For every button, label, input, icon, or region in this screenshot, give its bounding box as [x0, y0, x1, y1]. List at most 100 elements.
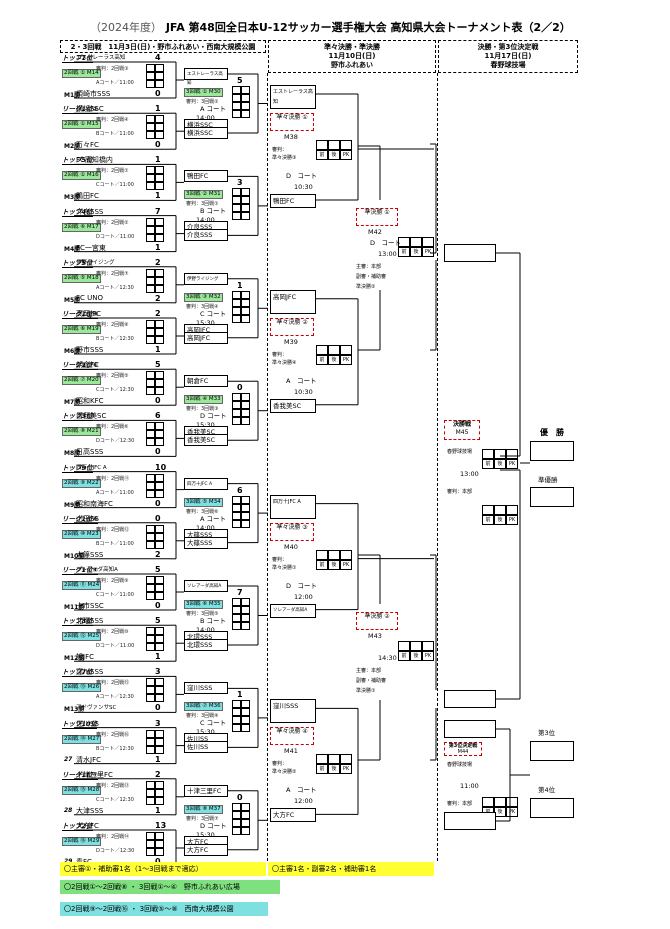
final-ext-pk-cell: 前 — [482, 515, 494, 525]
r2-15-referee: 審判：2回戦⑭ — [96, 834, 130, 840]
r2-3-score-a: 7 — [155, 206, 161, 216]
r2-5-score-b: 1 — [155, 345, 161, 354]
r2-11-score-cell — [146, 627, 155, 636]
r2-1-score-cell — [155, 115, 164, 124]
third-label-box: 第3位決定戦 M44 — [444, 742, 482, 756]
r2-8-rank-flag: トップ9位 — [62, 463, 93, 473]
r3-0-match-tag: 3回戦 ① M30 — [184, 88, 223, 97]
r3-6-court: C コート — [200, 719, 227, 728]
r2-11-match-tag: 2回戦 ⑫ M25 — [62, 632, 102, 642]
r2-5-score-a: 2 — [155, 309, 161, 318]
qf-1-pk-cell: PK — [340, 354, 352, 365]
r2-14-score-cell — [155, 788, 164, 797]
final-pk-cell: PK — [506, 459, 518, 469]
r2-7-rank-flag: トップ3位 — [62, 412, 93, 422]
r3-5-score-cell — [241, 598, 250, 606]
r2-1-score-cell — [146, 123, 155, 132]
r2-4-court: Aコート／12:30 — [96, 284, 134, 291]
r2-7-score-cell — [155, 430, 164, 439]
r2-0-referee: 審判：2回戦③ — [96, 66, 129, 72]
r2-6-score-b: 0 — [155, 396, 161, 406]
qf-2-pk-cell-blank — [316, 549, 328, 560]
r2-13-score-cell — [155, 737, 164, 746]
r2-8-score-cell — [146, 473, 155, 482]
r2-12-score-cell — [155, 694, 164, 703]
r2-6-score-cell — [155, 387, 164, 396]
r3-5-referee: 審判：3回戦⑤ — [186, 611, 219, 617]
r2-11-score-b: 1 — [155, 652, 161, 662]
r3-3-score-cell — [241, 393, 250, 402]
r2-9-score-b: 2 — [155, 549, 161, 559]
qf-2-pk-cell-blank — [340, 549, 352, 560]
r3-1-score-a: 3 — [237, 178, 243, 188]
r3-3-referee: 審判：3回戦③ — [186, 406, 219, 413]
r2-10-match-label: M11勝 — [64, 604, 85, 611]
r2-5-score-cell — [146, 320, 155, 328]
final-header-line2: 11月17日(日) — [484, 52, 532, 60]
r2-11-team-b: 旭JFC — [76, 653, 94, 662]
r2-7-score-cell — [146, 422, 155, 431]
qf-1-pk-cell: 後 — [328, 354, 340, 365]
qf-0-pk-cell-blank — [340, 140, 352, 150]
third-venue: 春野球技場 — [447, 762, 473, 768]
r2-11-score-cell — [155, 635, 164, 644]
r2-3-referee: 審判：2回戦② — [96, 219, 129, 226]
r2-13-match-tag: 2回戦 ⑭ M27 — [62, 734, 102, 744]
sf-1-ref3: 準決勝① — [356, 688, 376, 694]
qf-1-match-no: M39 — [284, 337, 298, 346]
r2-15-score-a: 13 — [155, 821, 167, 830]
r3-0-referee: 審判：3回戦② — [186, 99, 219, 105]
r2-5-court: Bコート／12:30 — [96, 336, 134, 342]
r2-8-court: Aコート／11:00 — [96, 489, 134, 496]
r2-10-team-a: ソレアーダ高知A — [76, 567, 118, 573]
r2-14-court: Cコート／12:30 — [96, 796, 134, 803]
r3-6-score-cell — [232, 724, 241, 733]
final-match-no: M45 — [455, 429, 469, 436]
r3-2-score-cell — [241, 314, 250, 323]
fourth-place-box — [530, 798, 574, 818]
qf-0-team-a: エストレーラス高知 — [270, 85, 316, 109]
third-pk-cell: PK — [506, 807, 518, 817]
r2-3-court: Dコート／11:00 — [96, 233, 135, 240]
r2-15-team-a: 大方FC — [76, 822, 99, 830]
r3-1-court: B コート — [200, 207, 227, 216]
r3-6-score-cell — [241, 716, 250, 725]
r2-9-referee: 審判：2回戦⑫ — [96, 526, 130, 533]
r3-1-score-cell — [232, 188, 241, 197]
r3-7-score-cell — [232, 818, 241, 827]
r2-13-score-b: 1 — [155, 754, 161, 764]
r2-11-score-cell — [155, 627, 164, 636]
r2-1-score-cell — [155, 131, 164, 140]
r3-1-team-a: 鴨田FC — [184, 170, 228, 183]
r2-7-score-cell — [146, 430, 155, 439]
r3-0-team-a: エストレーラス高知 — [184, 68, 228, 86]
sf-0-pk-cell-blank — [422, 237, 434, 247]
r2-15-match-label: 29 — [64, 858, 72, 865]
r3-2-score-a: 1 — [237, 280, 243, 290]
r2-1-team-b: 万々FC — [76, 141, 99, 150]
sf-1-ref1: 主審：本部 — [356, 668, 382, 674]
qf-0-ref1: 審判： — [272, 147, 288, 153]
r2-12-referee: 審判：2回戦⑮ — [96, 680, 130, 687]
page-title: （2024年度） JFA 第48回全日本U-12サッカー選手権大会 高知県大会ト… — [90, 22, 571, 33]
r3-7-match-tag: 3回戦 ⑧ M37 — [184, 804, 223, 814]
r2-5-score-cell — [155, 336, 164, 344]
qf-2-pk-cell: 前 — [316, 559, 328, 570]
qf-header: 準々決勝・準決勝 11月10日(日) 野市ふれあい — [268, 40, 436, 73]
r2-2-match-label: M3勝 — [64, 194, 81, 202]
r3-7-score-a: 0 — [237, 792, 243, 802]
r2-8-score-cell — [146, 489, 155, 498]
r2-2-rank-flag: トップ5位 — [62, 156, 93, 166]
qf-1-ref2: 準々決勝④ — [272, 359, 297, 366]
r3-4-score-cell — [232, 519, 241, 528]
r2-8-match-tag: 2回戦 ⑨ M22 — [62, 478, 101, 488]
r3-7-score-cell — [232, 826, 241, 835]
qf-0-pk-cell: PK — [340, 150, 352, 160]
r3-5-team-b-box: 北環SSS — [184, 639, 228, 651]
sf-0-court: D コート — [370, 239, 402, 247]
r2-1-referee: 審判：2回戦④ — [96, 117, 129, 124]
r2-1-match-tag: 2回戦 ① M15 — [62, 120, 101, 130]
r2-6-score-cell — [155, 379, 164, 388]
r2-14-score-a: 2 — [155, 769, 161, 779]
